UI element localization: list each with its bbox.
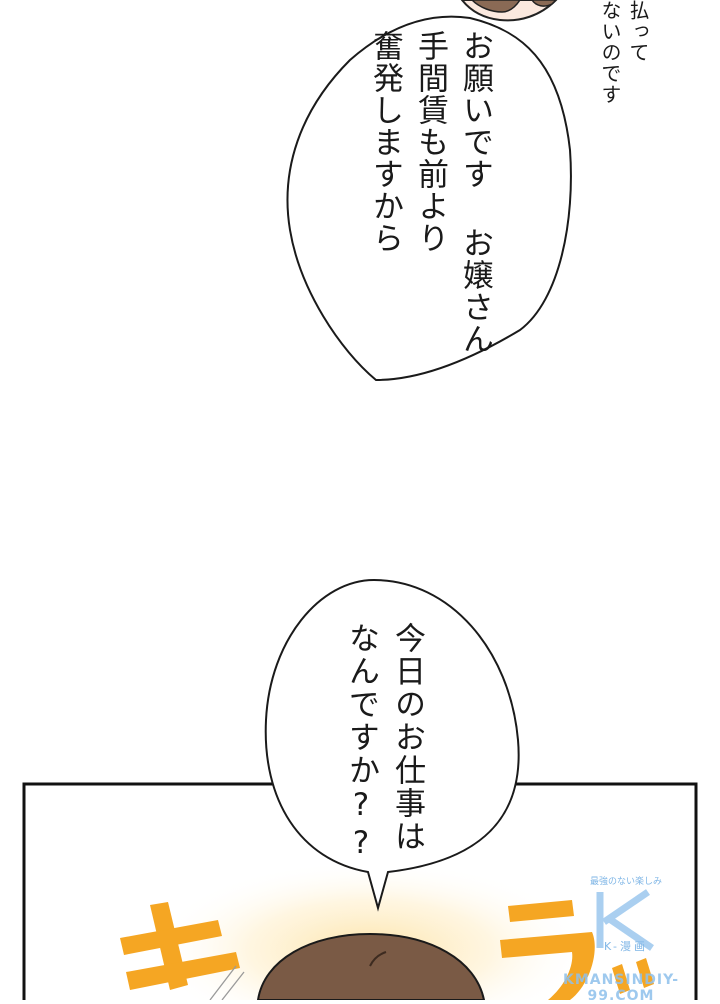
sparkle-glow: [150, 860, 590, 1000]
speech-bubble-bottom-text: 今日のお仕事は なんですか??: [343, 622, 425, 863]
speech-bubble-top: [286, 15, 572, 382]
side-caption-text: 払って ないのです: [598, 0, 650, 105]
sfx-glyph-ki: [120, 902, 240, 990]
sfx-glyph-ra: [500, 900, 595, 1000]
character-head: [256, 932, 486, 1000]
watermark-tagline: 最強のない楽しみ: [589, 877, 662, 887]
sparkle-lines: [209, 965, 245, 1000]
sfx-glyph-tsu: [612, 958, 654, 994]
watermark-name: K-漫画: [603, 940, 649, 953]
watermark: 最強のない楽しみ K-漫画 KMANSINDIY-99.COM: [556, 874, 696, 1004]
speech-bubble-bottom: [264, 578, 520, 912]
character-top-fragment: [460, 0, 558, 22]
speech-bubble-top-text: お願いです お嬢さん 手間賃も前より 奮発しますから: [367, 30, 493, 355]
watermark-url: KMANSINDIY-99.COM: [562, 972, 680, 1004]
watermark-logo-icon: [596, 889, 654, 951]
